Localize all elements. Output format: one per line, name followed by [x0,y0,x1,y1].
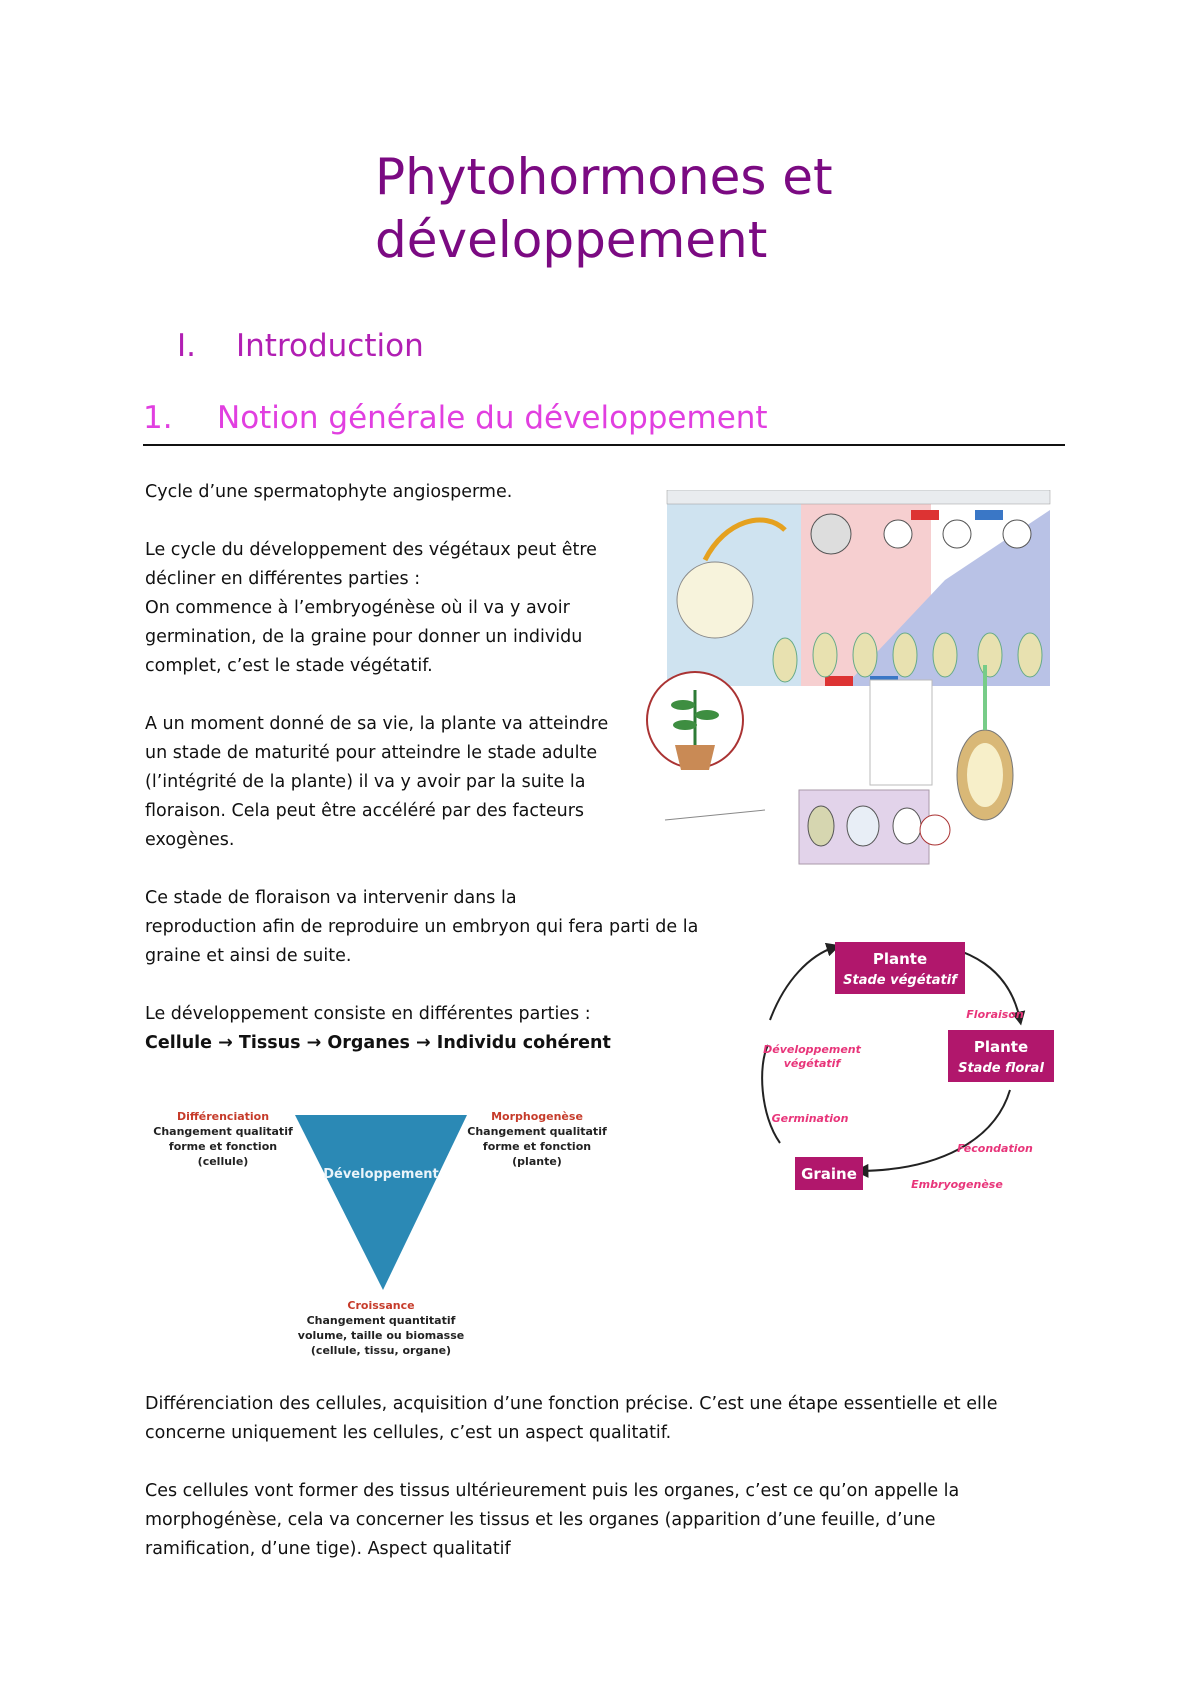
text-line: reproduction afin de reproduire un embry… [145,917,699,937]
germination-label: Germination [772,1112,849,1125]
paragraph-block-cycle: Cycle d’une spermatophyte angiosperme. L… [145,478,745,1058]
plant-cycle-svg: Plante Stade végétatif Plante Stade flor… [761,942,1054,1191]
plante-vegetatif-box [835,942,965,994]
text-line: (l’intégrité de la plante) il va y avoir… [145,772,586,792]
croissance-line-3: (cellule, tissu, organe) [311,1344,451,1357]
morphogenese-title: Morphogenèse [491,1110,583,1123]
subsection-heading: 1. Notion générale du développement [143,400,1065,446]
arrow-germination [761,1044,781,1144]
text-line: complet, c’est le stade végétatif. [145,656,433,676]
floraison-label: Floraison [966,1008,1024,1021]
arrow-dev-vegetatif [769,942,841,1021]
lifecycle-illustration [646,489,1051,865]
section-number: I. [177,328,196,364]
text-line: Le développement consiste en différentes… [145,1004,591,1024]
text-line: exogènes. [145,830,235,850]
embryogenese-label: Embryogenèse [911,1178,1003,1191]
text-line: Ces cellules vont former des tissus ulté… [145,1481,960,1501]
morphogenese-line-2: forme et fonction [483,1140,591,1153]
title-line-2: développement [375,211,768,269]
paragraph-block-bottom: Différenciation des cellules, acquisitio… [145,1390,1065,1564]
morphogenese-line-3: (plante) [512,1155,562,1168]
text-line: A un moment donné de sa vie, la plante v… [145,714,609,734]
differenciation-line-2: forme et fonction [169,1140,277,1153]
arrow-fecondation [854,1089,1011,1178]
text-line-bold: Cellule → Tissus → Organes → Individu co… [145,1033,611,1053]
text-line: On commence à l’embryogénèse où il va y … [145,598,570,618]
morphogenese-line-1: Changement qualitatif [467,1125,607,1138]
text-line: graine et ainsi de suite. [145,946,352,966]
plante-vegetatif-stage: Stade végétatif [843,973,959,988]
triangle-svg: Développement Différenciation Changement… [153,1110,607,1357]
plante-floral-box [948,1030,1054,1082]
text-line: ramification, d’une tige). Aspect qualit… [145,1539,511,1559]
subsection-title: Notion générale du développement [217,400,768,436]
plante-floral-stage: Stade floral [958,1061,1044,1076]
text-line: floraison. Cela peut être accéléré par d… [145,801,585,821]
croissance-line-2: volume, taille ou biomasse [298,1329,464,1342]
text-line: concerne uniquement les cellules, c’est … [145,1423,672,1443]
text-line: Cycle d’une spermatophyte angiosperme. [145,482,513,502]
title-line-1: Phytohormones et [375,148,833,206]
dev-vegetatif-label-2: végétatif [784,1057,842,1070]
subsection-number: 1. [143,400,173,436]
differenciation-title: Différenciation [177,1110,269,1123]
development-triangle-diagram: Développement Différenciation Changement… [145,1105,610,1370]
angiosperm-lifecycle-figure [645,489,1060,900]
fecondation-label: Fécondation [957,1142,1033,1155]
text-line: Ce stade de floraison va intervenir dans… [145,888,517,908]
differenciation-line-1: Changement qualitatif [153,1125,293,1138]
graine-label: Graine [801,1165,857,1183]
differenciation-line-3: (cellule) [198,1155,249,1168]
plant-cycle-diagram: Plante Stade végétatif Plante Stade flor… [740,925,1070,1205]
text-line: Le cycle du développement des végétaux p… [145,540,597,560]
text-line: morphogénèse, cela va concerner les tiss… [145,1510,936,1530]
text-line: décliner en différentes parties : [145,569,421,589]
graine-box [795,1157,863,1190]
plante-vegetatif-label: Plante [873,950,927,968]
development-triangle [295,1115,467,1290]
triangle-center-label: Développement [323,1167,439,1182]
document-title: Phytohormones et développement [375,146,995,272]
croissance-line-1: Changement quantitatif [307,1314,456,1327]
section-title: Introduction [236,328,424,364]
text-line: Différenciation des cellules, acquisitio… [145,1394,998,1414]
dev-vegetatif-label-1: Développement [763,1043,862,1056]
croissance-title: Croissance [347,1299,414,1312]
text-line: un stade de maturité pour atteindre le s… [145,743,598,763]
text-line: germination, de la graine pour donner un… [145,627,583,647]
plante-floral-label: Plante [974,1038,1028,1056]
